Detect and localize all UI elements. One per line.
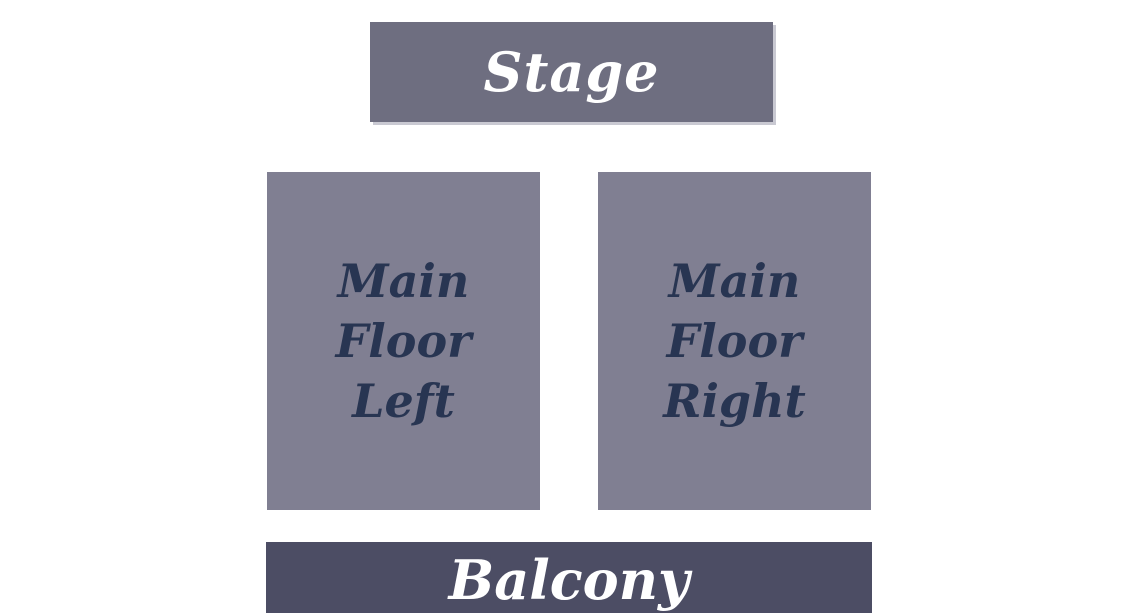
balcony-label: Balcony [448,547,690,612]
main-floor-right-label: Main Floor Right [663,254,806,428]
main-floor-right-section[interactable]: Main Floor Right [598,172,871,510]
stage-section[interactable]: Stage [370,22,773,122]
main-floor-left-label: Main Floor Left [335,254,472,428]
main-floor-left-section[interactable]: Main Floor Left [267,172,540,510]
balcony-section[interactable]: Balcony [266,542,872,613]
stage-label: Stage [483,40,660,104]
